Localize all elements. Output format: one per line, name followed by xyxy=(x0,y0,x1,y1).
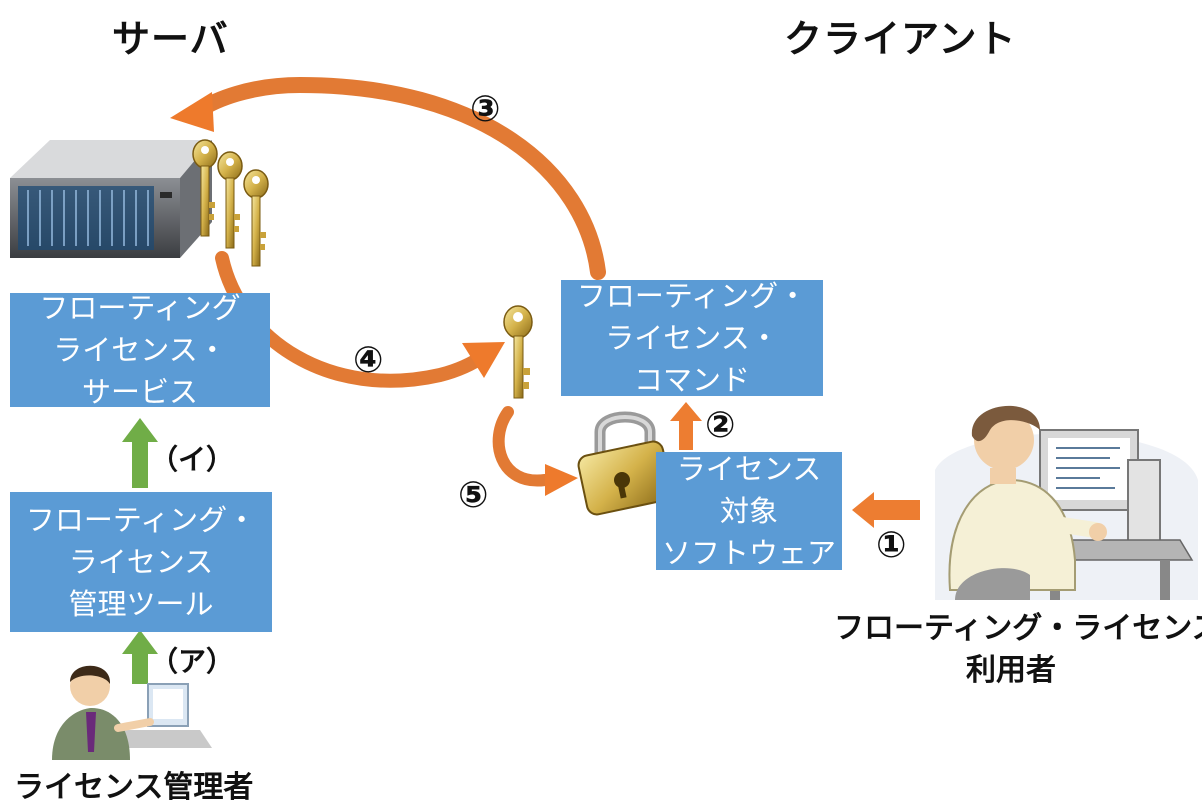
target-line-2: 対象 xyxy=(719,494,778,528)
floating-license-service-box: フローティング ライセンス・ サービス xyxy=(10,291,270,409)
server-icon xyxy=(10,140,212,258)
service-line-2: ライセンス・ xyxy=(53,333,227,367)
arrow-step3 xyxy=(170,76,606,280)
admin-tool-line-3: 管理ツール xyxy=(68,587,214,621)
admin-tool-line-2: ライセンス xyxy=(68,545,214,579)
admin-tool-line-1: フローティング・ xyxy=(25,503,257,537)
arrow-step2 xyxy=(670,402,702,450)
floating-license-command-box: フローティング・ ライセンス・ コマンド xyxy=(561,279,823,397)
command-line-3: コマンド xyxy=(633,363,750,397)
step-3-label: ③ xyxy=(470,89,501,130)
service-line-3: サービス xyxy=(81,375,198,409)
step-a-label: （ア） xyxy=(150,645,235,678)
user-person-icon xyxy=(935,405,1198,600)
floating-license-admin-tool-box: フローティング・ ライセンス 管理ツール xyxy=(10,492,272,632)
license-user-label-line1: フローティング・ライセンス xyxy=(834,611,1202,646)
padlock-icon xyxy=(577,411,673,516)
step-2-label: ② xyxy=(705,405,736,446)
license-user-label-line2: 利用者 xyxy=(966,653,1056,688)
target-line-1: ライセンス xyxy=(676,452,822,486)
step-4-label: ④ xyxy=(353,340,384,381)
license-admin-label: ライセンス管理者 xyxy=(14,770,254,805)
server-heading: サーバ xyxy=(112,17,229,61)
admin-person-icon xyxy=(52,665,212,760)
step-i-label: （イ） xyxy=(150,443,235,476)
key-icon xyxy=(503,305,533,399)
arrow-step5 xyxy=(492,406,578,496)
step-1-label: ① xyxy=(876,525,907,566)
command-line-1: フローティング・ xyxy=(576,279,808,313)
service-line-1: フローティング xyxy=(39,291,241,325)
target-line-3: ソフトウェア xyxy=(661,536,836,570)
arrow-step1 xyxy=(852,492,920,528)
step-5-label: ⑤ xyxy=(458,475,489,516)
arrow-a xyxy=(122,630,158,684)
keys-icon xyxy=(192,139,269,267)
license-target-software-box: ライセンス 対象 ソフトウェア xyxy=(656,452,842,570)
command-line-2: ライセンス・ xyxy=(605,321,779,355)
client-heading: クライアント xyxy=(784,17,1017,61)
arrow-i xyxy=(122,418,158,488)
